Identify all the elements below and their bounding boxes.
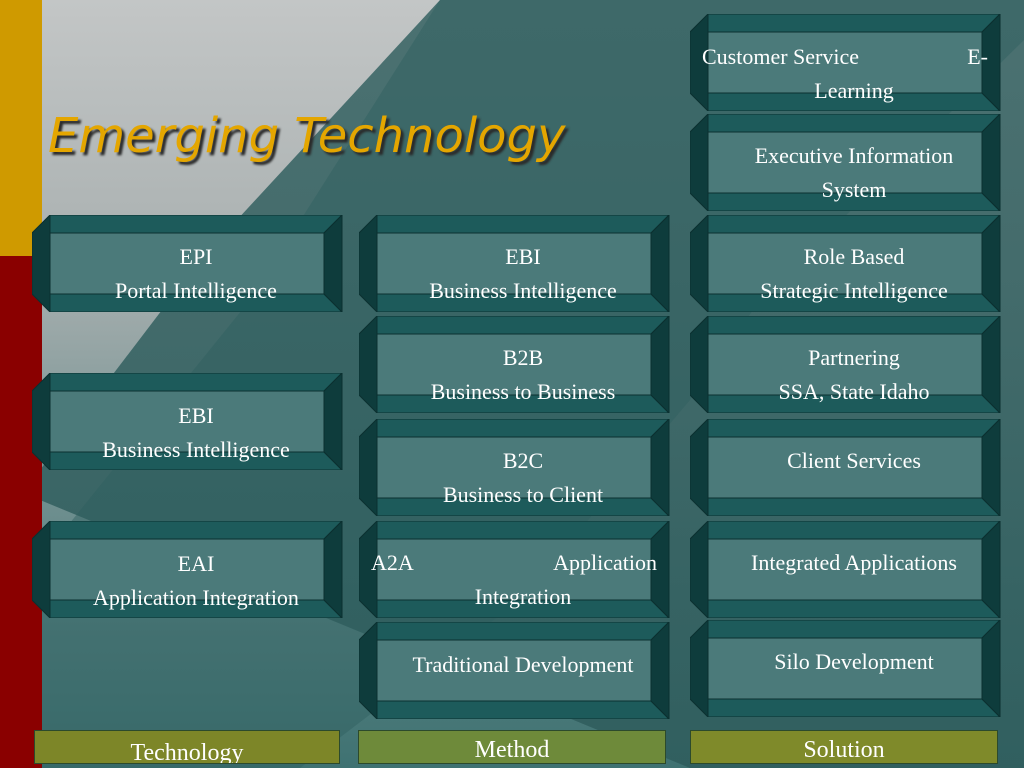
box-method-ebi-text: EBI Business Intelligence [429,244,617,303]
box-method-b2b: B2B Business to Business [359,316,687,413]
box-solution-customer-service-left: Customer Service [702,44,860,69]
footer-solution: Solution [690,730,998,764]
box-method-ebi: EBI Business Intelligence [359,215,687,312]
slide-title: Emerging Technology [48,108,566,164]
box-method-b2b-text: B2B Business to Business [430,345,616,404]
box-solution-eis-text: Executive Information System [754,143,954,202]
box-method-a2a-line2: Integration [474,584,572,609]
box-solution-integrated-apps-text: Integrated Applications [751,550,957,575]
box-method-a2a-right: Application [553,550,657,575]
box-solution-customer-service-right: E- [967,44,988,69]
footer-technology-label: Technology [130,740,244,764]
box-technology-ebi: EBI Business Intelligence [32,373,360,470]
box-technology-ebi-text: EBI Business Intelligence [102,403,290,462]
box-solution-customer-service: Customer Service E- Learning [690,14,1018,111]
box-solution-eis: Executive Information System [690,114,1018,211]
footer-technology: Technology [34,730,340,764]
box-method-a2a-left: A2A [371,550,414,575]
box-solution-silo-text: Silo Development [774,649,934,674]
box-technology-eai: EAI Application Integration [32,521,360,618]
box-method-traditional-text: Traditional Development [412,652,634,677]
box-solution-client-services-text: Client Services [787,448,921,473]
box-technology-epi-text: EPI Portal Intelligence [115,244,277,303]
box-technology-epi: EPI Portal Intelligence [32,215,360,312]
box-solution-partnering: Partnering SSA, State Idaho [690,316,1018,413]
box-solution-partnering-text: Partnering SSA, State Idaho [778,345,930,404]
footer-solution-label: Solution [803,737,885,763]
box-solution-role-based-text: Role Based Strategic Intelligence [760,244,948,303]
box-method-b2c-text: B2C Business to Client [442,448,604,507]
footer-method-label: Method [474,737,550,763]
red-stripe [0,256,42,768]
box-solution-customer-service-line2: Learning [814,78,894,103]
box-technology-eai-text: EAI Application Integration [93,551,299,610]
gold-stripe [0,0,42,256]
box-solution-integrated-apps: Integrated Applications [690,521,1018,618]
box-method-b2c: B2C Business to Client [359,419,687,516]
box-method-traditional: Traditional Development [359,622,687,719]
box-solution-silo: Silo Development [690,620,1018,717]
footer-method: Method [358,730,666,764]
box-method-a2a: A2A Application Integration [359,521,687,618]
box-solution-role-based: Role Based Strategic Intelligence [690,215,1018,312]
box-solution-client-services: Client Services [690,419,1018,516]
